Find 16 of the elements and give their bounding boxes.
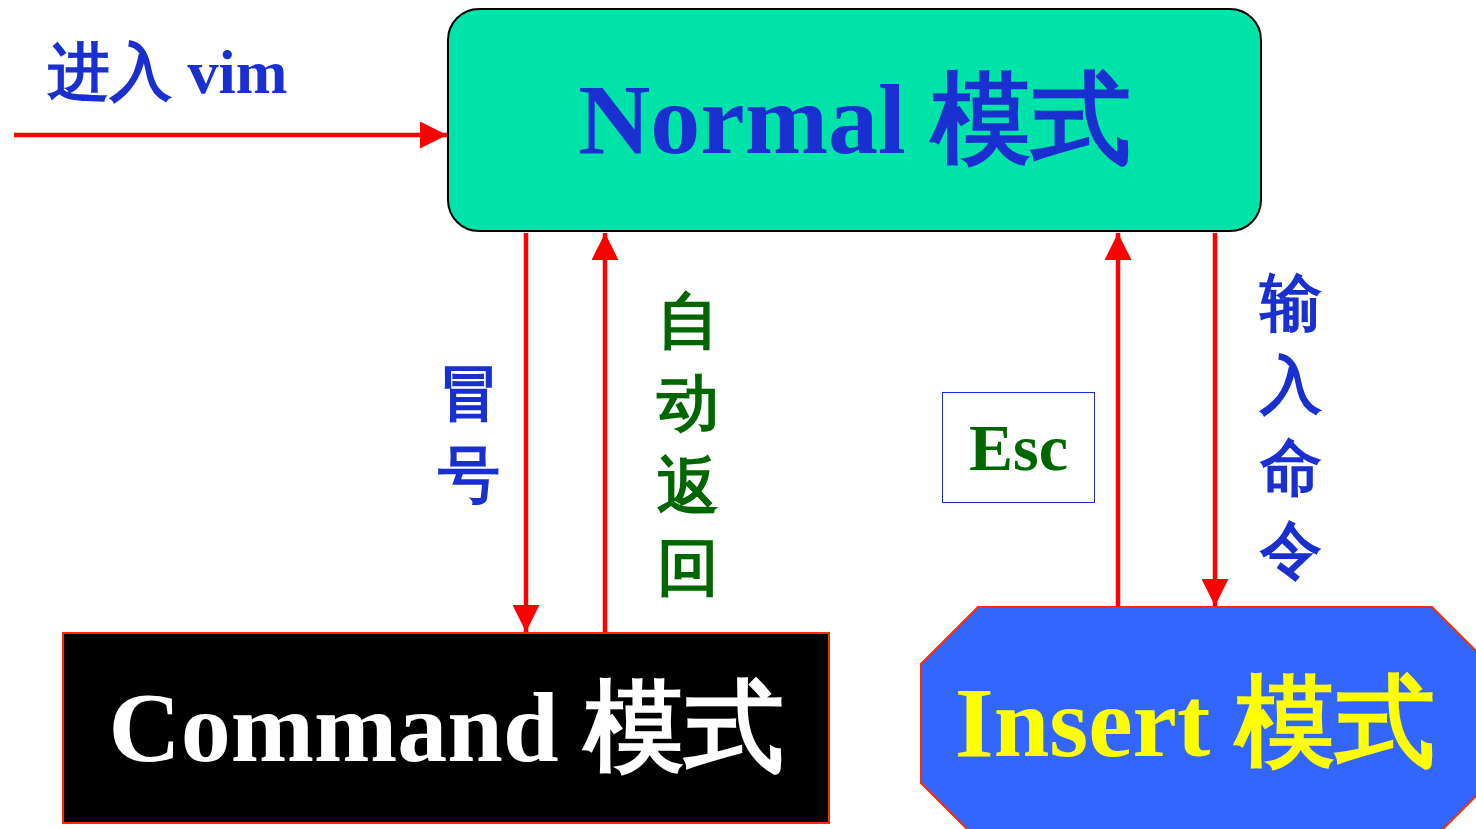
edge-label: 进入 vim: [48, 37, 288, 108]
mode-octagon: [920, 606, 1476, 829]
key-box: Esc: [942, 392, 1095, 503]
arrow: [512, 233, 540, 632]
mode-label: Normal 模式: [578, 62, 1131, 177]
arrow: [14, 121, 447, 149]
mode-label: Insert 模式: [954, 666, 1436, 780]
arrow: [1104, 233, 1132, 606]
mode-box: [447, 8, 1262, 232]
mode-label: Command 模式: [108, 670, 784, 785]
arrow: [591, 233, 619, 632]
arrow: [1201, 233, 1229, 606]
mode-box: [62, 632, 830, 824]
edge-label: 自动返回: [655, 286, 720, 605]
edge-label: 冒号: [436, 358, 501, 512]
edge-label: 输入命令: [1258, 268, 1323, 587]
